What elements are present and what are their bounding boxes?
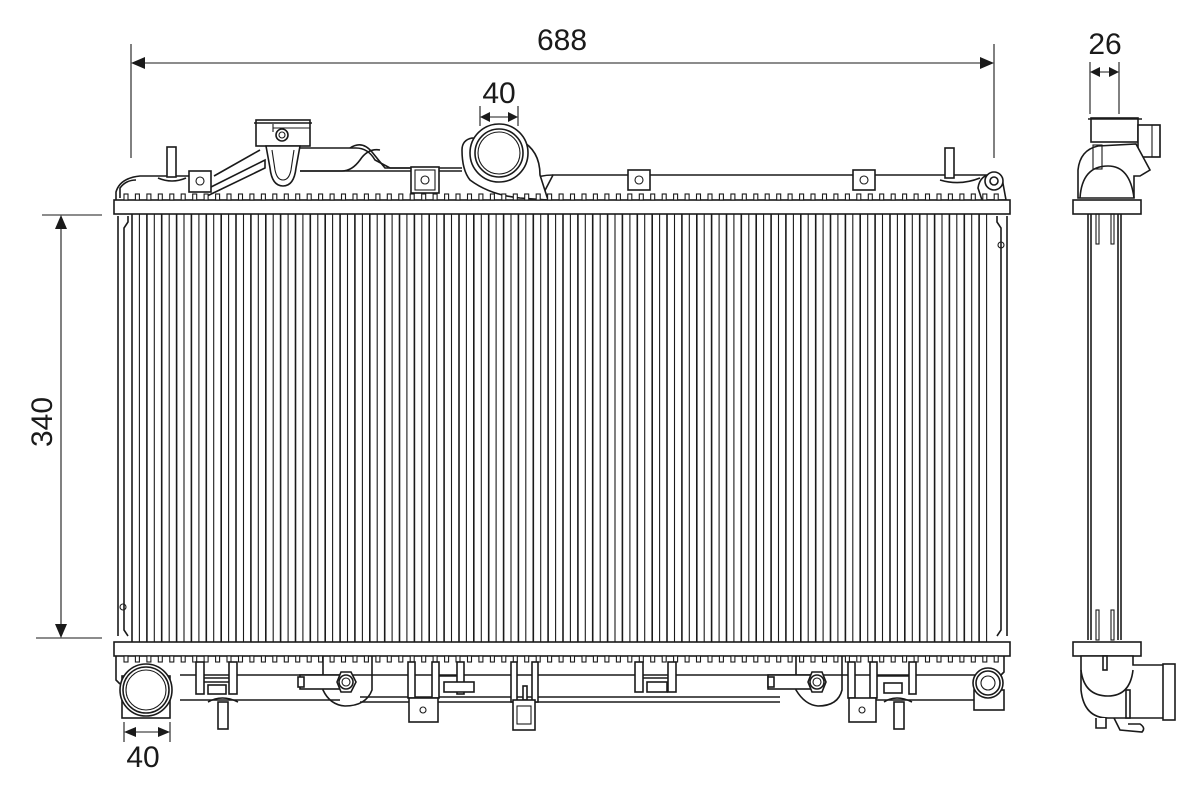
filler-cap (254, 119, 312, 187)
dimension-inlet-diameter: 40 (479, 77, 519, 126)
bottom-mount-pin (207, 697, 239, 730)
top-clip (188, 170, 212, 193)
bottom-bracket (407, 661, 475, 723)
outlet-diameter-label: 40 (126, 741, 159, 774)
side-core (1087, 213, 1122, 641)
drain-plug (972, 667, 1005, 711)
bottom-clip (510, 661, 539, 731)
top-clip (852, 169, 876, 191)
bottom-bracket (634, 661, 677, 693)
dimension-overall-width: 688 (130, 24, 995, 158)
bottom-bracket (195, 661, 238, 695)
core-height-label: 340 (26, 397, 59, 447)
top-clip (410, 166, 440, 194)
bottom-bracket (847, 661, 917, 730)
top-clip (627, 169, 651, 191)
dimension-core-depth: 26 (1088, 28, 1122, 114)
bleed-valve (977, 171, 1007, 201)
core-depth-label: 26 (1088, 28, 1121, 61)
oil-cooler-fitting-left (297, 656, 373, 707)
dimension-core-height: 340 (26, 214, 102, 639)
bottom-header (113, 641, 1011, 663)
core (117, 214, 1008, 642)
side-bottom-fitting (1080, 655, 1176, 733)
inlet-diameter-label: 40 (482, 77, 515, 110)
side-view (1072, 117, 1176, 733)
side-top-fitting (1077, 117, 1161, 199)
oil-cooler-fitting-right (767, 656, 843, 707)
left-mount-pin (157, 146, 187, 182)
dimension-outlet-diameter: 40 (123, 722, 171, 774)
front-view (113, 119, 1011, 731)
side-top-header (1072, 199, 1142, 215)
lower-hose-outlet (119, 663, 173, 719)
right-mount-pin (944, 147, 955, 179)
side-bottom-header (1072, 641, 1142, 657)
upper-hose-inlet (461, 123, 550, 201)
top-header (113, 193, 1011, 215)
overall-width-label: 688 (537, 24, 587, 57)
